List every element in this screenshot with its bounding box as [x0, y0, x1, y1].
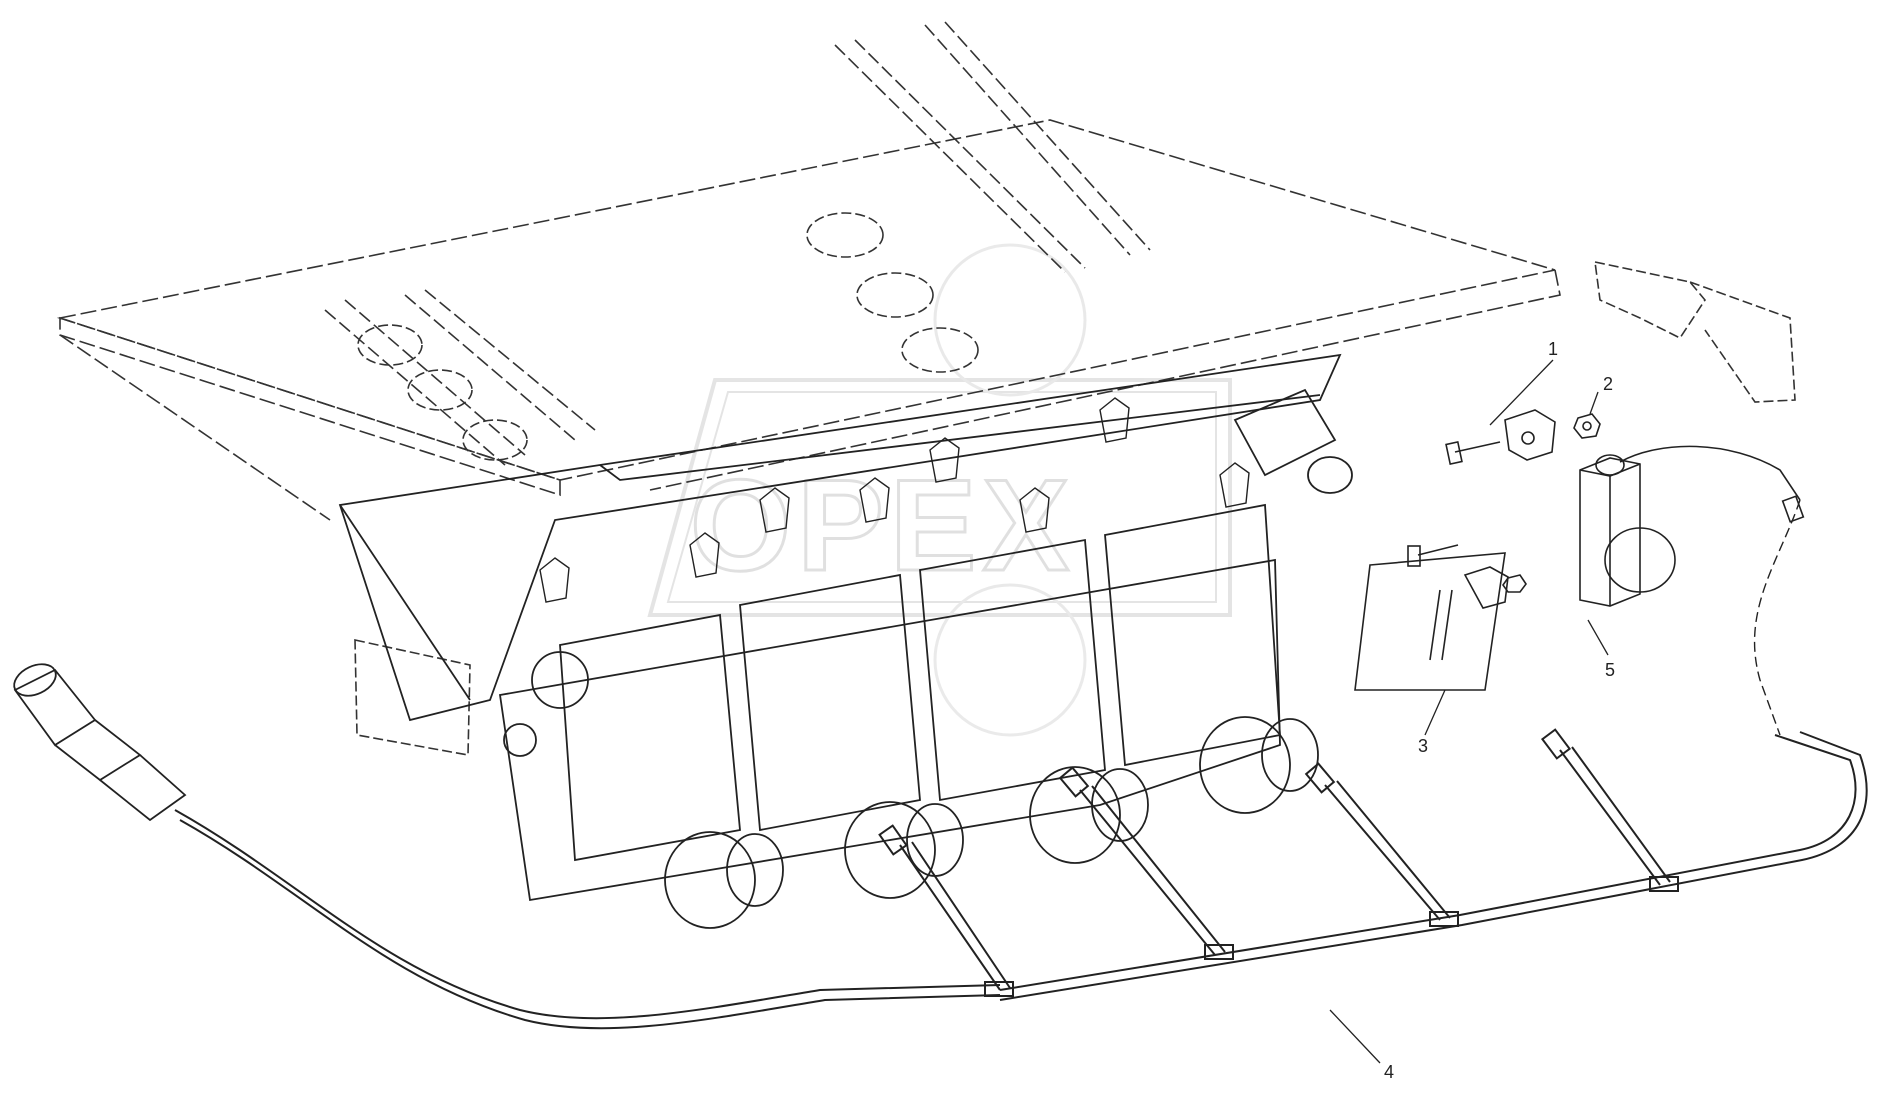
part-5-sensor-motor: [1579, 445, 1805, 607]
callout-5: 5: [1605, 660, 1615, 680]
latch-tabs: [539, 397, 1250, 603]
callout-1: 1: [1548, 339, 1558, 359]
callouts: 1 2 3 4 5: [1384, 339, 1615, 1082]
callout-2: 2: [1603, 374, 1613, 394]
frame-plate: [56, 21, 1796, 756]
metering-unit-assembly: [338, 353, 1353, 929]
part-1-bolt-bracket: [1445, 409, 1556, 465]
callout-leaders: [1329, 359, 1609, 1064]
part-4-wiring-harness: [13, 499, 1868, 1030]
callout-3: 3: [1418, 736, 1428, 756]
harness-connector-plug: [13, 663, 187, 822]
meter-housing-2: [739, 573, 964, 899]
part-2-nut: [1573, 413, 1601, 439]
callout-4: 4: [1384, 1062, 1394, 1082]
meter-housing-4: [1104, 503, 1319, 814]
opex-watermark-logo: OPEX: [647, 243, 1232, 737]
part-3-slotted-plate: [1354, 544, 1527, 691]
meter-housing-1: [559, 613, 784, 929]
watermark-text: OPEX: [690, 452, 1075, 598]
